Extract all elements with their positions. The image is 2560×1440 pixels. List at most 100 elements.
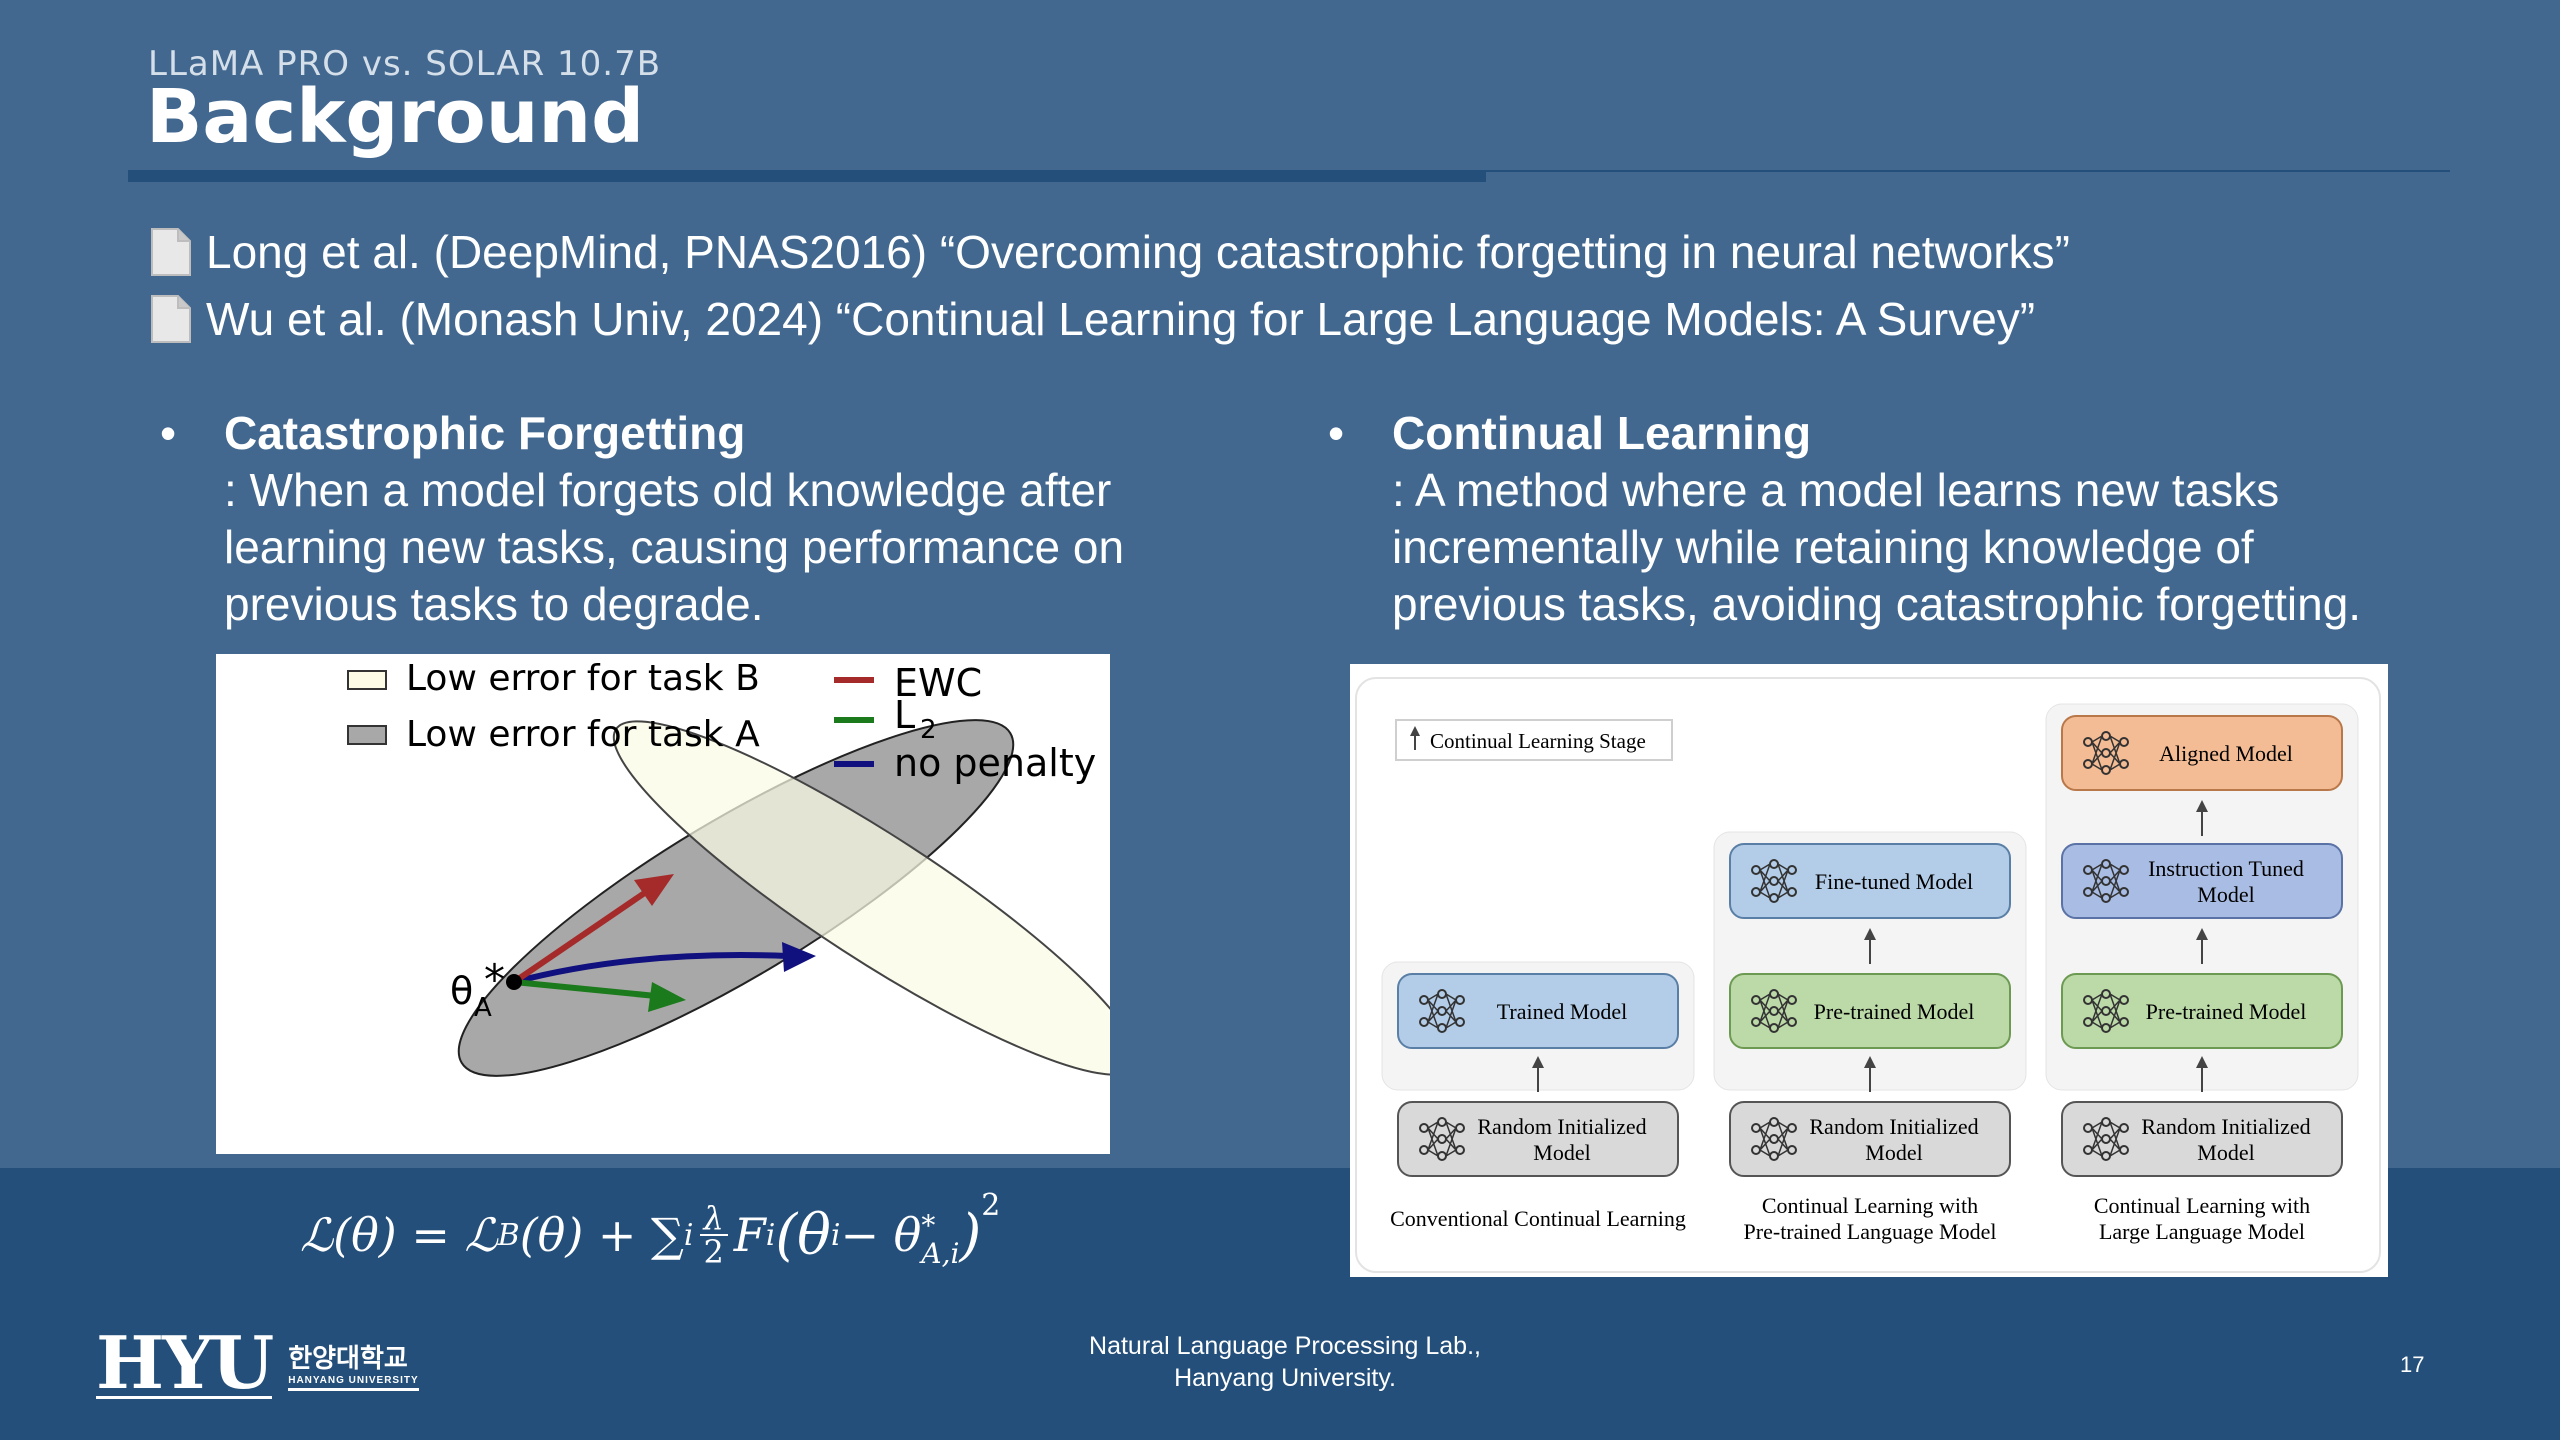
model-label: Fine-tuned Model	[1815, 869, 1973, 894]
logo-english: HANYANG UNIVERSITY	[288, 1375, 419, 1386]
section-body-line: previous tasks, avoiding catastrophic fo…	[1392, 578, 2362, 630]
model-box: Pre-trained Model	[2061, 973, 2343, 1049]
column-caption: Large Language Model	[2099, 1219, 2305, 1244]
formula-paren-open: (θ	[775, 1202, 831, 1268]
model-label: Random Initialized	[1809, 1114, 1978, 1139]
slide-title: Background	[146, 74, 645, 160]
stage-arrowhead	[1864, 928, 1876, 940]
formula-frac-den: 2	[703, 1233, 724, 1271]
neural-network-icon	[1751, 859, 1797, 903]
column-caption: Pre-trained Language Model	[1744, 1219, 1997, 1244]
neural-network-icon	[1751, 1117, 1797, 1161]
theta-a-sub: A	[474, 993, 492, 1023]
section-body-line: : A method where a model learns new task…	[1392, 464, 2280, 516]
formula-frac-num: λ	[699, 1202, 728, 1236]
section-body-line: learning new tasks, causing performance …	[224, 521, 1125, 573]
formula-power: 2	[981, 1188, 1001, 1223]
formula-star-sup: *	[921, 1209, 936, 1242]
formula-lhs: ℒ(θ) = ℒ	[300, 1208, 498, 1262]
lab-line: Hanyang University.	[1174, 1364, 1396, 1392]
column-caption: Continual Learning with	[1762, 1193, 1978, 1218]
lab-name: Natural Language Processing Lab., Hanyan…	[1030, 1330, 1540, 1394]
reference-2: Wu et al. (Monash Univ, 2024) “Continual…	[150, 292, 2035, 346]
formula-f-sub: i	[765, 1217, 776, 1253]
title-underline-thin	[1486, 170, 2450, 172]
model-label: Model	[1533, 1140, 1590, 1165]
model-label: Random Initialized	[1477, 1114, 1646, 1139]
section-body-line: previous tasks to degrade.	[224, 578, 764, 630]
logo-korean: 한양대학교	[288, 1343, 408, 1373]
model-box: Aligned Model	[2061, 715, 2343, 791]
continual-learning-figure: Continual Learning Stage Trained Model R…	[1350, 664, 2388, 1277]
model-box: Instruction Tuned Model	[2061, 843, 2343, 919]
stage-arrowhead	[2196, 800, 2208, 812]
model-box: Pre-trained Model	[1729, 973, 2011, 1049]
formula-star-stack: * A,i	[921, 1212, 959, 1268]
legend-label-ewc: EWC	[894, 661, 982, 705]
section-body-line: : When a model forgets old knowledge aft…	[224, 464, 1112, 516]
model-box: Fine-tuned Model	[1729, 843, 2011, 919]
stage-legend-box	[1395, 719, 1673, 761]
legend-label-l2: L	[894, 693, 915, 737]
section-heading: Continual Learning	[1392, 407, 1812, 459]
neural-network-icon	[2083, 859, 2129, 903]
model-label: Model	[2197, 882, 2254, 907]
university-logo: HYU 한양대학교 HANYANG UNIVERSITY	[96, 1320, 419, 1405]
reference-1: Long et al. (DeepMind, PNAS2016) “Overco…	[150, 225, 2070, 279]
model-label: Trained Model	[1497, 999, 1628, 1024]
model-label: Model	[2197, 1140, 2254, 1165]
model-label: Aligned Model	[2159, 741, 2293, 766]
model-label: Instruction Tuned	[2148, 856, 2304, 881]
continual-learning-section: • Continual Learning : A method where a m…	[1328, 405, 2428, 633]
theta-a-star: *	[484, 955, 505, 1004]
legend-label-no-penalty: no penalty	[894, 741, 1096, 785]
stage-legend-label: Continual Learning Stage	[1430, 729, 1646, 753]
legend-swatch-task-b	[347, 670, 387, 690]
model-box: Trained Model	[1397, 973, 1679, 1049]
stage-arrowhead	[2196, 928, 2208, 940]
model-box: Random Initialized Model	[2061, 1101, 2343, 1177]
model-label: Model	[1865, 1140, 1922, 1165]
formula-paren-close: )	[959, 1202, 982, 1268]
neural-network-icon	[1419, 1117, 1465, 1161]
lab-line: Natural Language Processing Lab.,	[1089, 1332, 1481, 1360]
model-label: Random Initialized	[2141, 1114, 2310, 1139]
l2-arrow	[513, 979, 657, 999]
model-box: Random Initialized Model	[1729, 1101, 2011, 1177]
neural-network-icon	[1751, 989, 1797, 1033]
bullet-icon: •	[160, 407, 177, 459]
l2-arrowhead	[648, 982, 686, 1012]
model-label: Pre-trained Model	[1814, 999, 1975, 1024]
legend-label-l2-sub: 2	[920, 715, 937, 745]
logo-text: HYU	[96, 1320, 274, 1405]
stage-arrowhead-icon	[1410, 726, 1420, 736]
model-box: Random Initialized Model	[1397, 1101, 1679, 1177]
neural-network-icon	[2083, 1117, 2129, 1161]
legend-swatch-task-a	[347, 725, 387, 745]
column-caption: Continual Learning with	[2094, 1193, 2310, 1218]
formula-f: F	[733, 1208, 766, 1262]
formula-theta-sub: i	[830, 1217, 841, 1253]
formula-star-sub: A,i	[921, 1237, 960, 1270]
page-number: 17	[2400, 1352, 2425, 1377]
document-icon	[150, 294, 192, 344]
formula-lhs-sub: B	[497, 1217, 520, 1253]
legend-label-task-a: Low error for task A	[406, 714, 760, 755]
reference-text: Long et al. (DeepMind, PNAS2016) “Overco…	[206, 226, 2070, 278]
ewc-arrowhead	[634, 874, 674, 906]
formula-fraction: λ 2	[699, 1202, 728, 1271]
formula-minus: − θ	[840, 1208, 922, 1262]
document-icon	[150, 227, 192, 277]
title-underline	[128, 170, 1486, 182]
stage-arrowhead	[1864, 1056, 1876, 1068]
formula-mid: (θ) + ∑	[519, 1208, 684, 1262]
slide-subtitle: LLaMA PRO vs. SOLAR 10.7B	[148, 44, 662, 84]
section-heading: Catastrophic Forgetting	[224, 407, 746, 459]
neural-network-icon	[2083, 731, 2129, 775]
catastrophic-forgetting-section: • Catastrophic Forgetting : When a model …	[160, 405, 1260, 633]
model-label: Pre-trained Model	[2146, 999, 2307, 1024]
stage-arrowhead	[2196, 1056, 2208, 1068]
bullet-icon: •	[1328, 407, 1345, 459]
formula-sum-sub: i	[683, 1217, 694, 1253]
